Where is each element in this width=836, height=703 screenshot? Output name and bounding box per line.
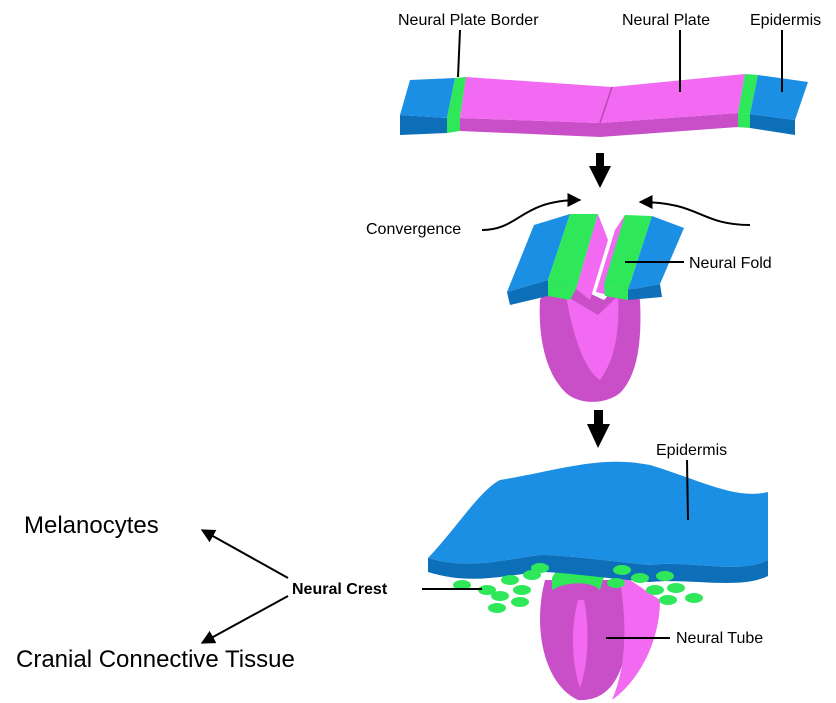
plate-top-pink-left (460, 77, 612, 123)
label-convergence: Convergence (366, 221, 461, 238)
arrow-to-cranial-connective-tissue (202, 596, 288, 643)
label-epidermis-bottom: Epidermis (656, 442, 727, 459)
label-epidermis-top: Epidermis (750, 12, 821, 29)
epidermis-sheet-top (428, 462, 768, 567)
arrow-to-melanocytes (202, 530, 288, 578)
plate-front-right-border (738, 113, 750, 128)
label-neural-plate-border: Neural Plate Border (398, 12, 539, 29)
stage-neural-plate (400, 74, 808, 137)
down-arrow-icon (587, 410, 610, 448)
plate-front-left-epidermis (400, 115, 447, 135)
stage-neural-tube (428, 462, 768, 700)
plate-top-right-epidermis (750, 75, 808, 120)
label-neural-plate: Neural Plate (622, 12, 710, 29)
plate-top-left-epidermis (400, 78, 455, 118)
label-neural-tube: Neural Tube (676, 630, 763, 647)
label-neural-fold: Neural Fold (689, 255, 772, 272)
label-melanocytes: Melanocytes (24, 512, 159, 539)
label-cranial-connective-tissue: Cranial Connective Tissue (16, 646, 295, 673)
stage-neural-fold (507, 214, 684, 402)
plate-front-left-border (447, 118, 460, 133)
label-neural-crest: Neural Crest (292, 581, 388, 598)
down-arrow-icon (589, 153, 611, 188)
